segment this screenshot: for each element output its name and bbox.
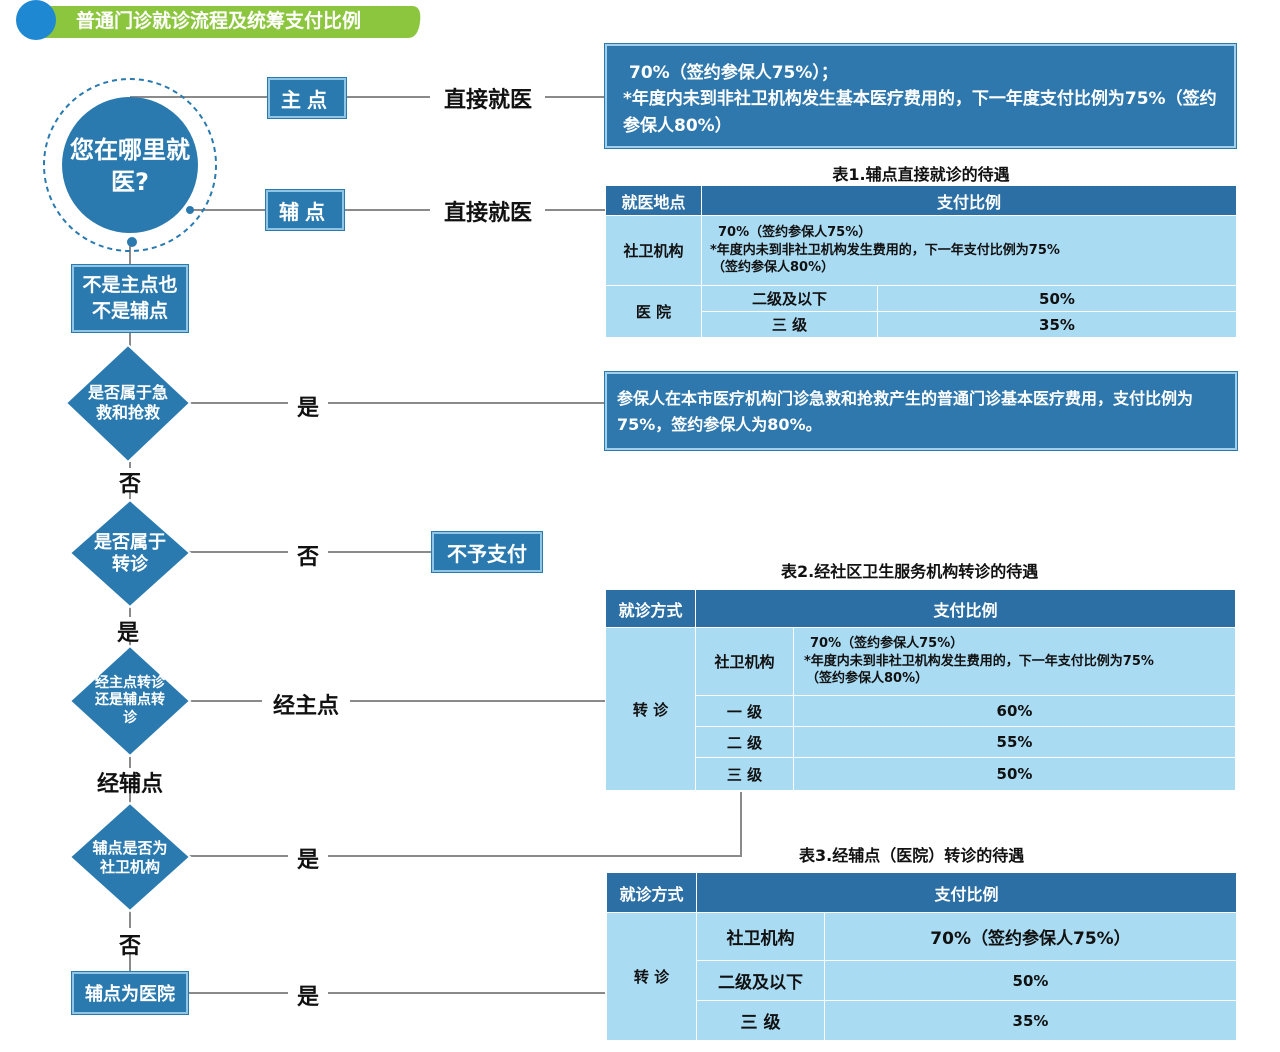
table2-header-mode: 就诊方式 <box>605 589 696 628</box>
table1-clinic-line1: 70%（签约参保人75%） <box>718 225 872 241</box>
table1-clinic-value: 70%（签约参保人75%） *年度内未到非社卫机构发生费用的，下一年支付比例为7… <box>701 215 1237 286</box>
main-point-info-box: 70%（签约参保人75%）； *年度内未到非社卫机构发生基本医疗费用的，下一年度… <box>605 44 1236 148</box>
table2-row1-label: 一 级 <box>695 695 794 727</box>
table3-row3-value: 35% <box>824 1000 1237 1041</box>
table3-mode-label: 转 诊 <box>606 912 697 1041</box>
table1-caption: 表1.辅点直接就诊的待遇 <box>832 165 1010 184</box>
via-aux-label: 经辅点 <box>96 772 163 797</box>
table1-row1-value: 50% <box>877 285 1237 312</box>
yes-label-referral: 是 <box>116 621 139 646</box>
table2-clinic-line1: 70%（签约参保人75%） <box>810 636 964 652</box>
table2-row2-value: 55% <box>793 726 1236 758</box>
aux-hospital-box: 辅点为医院 <box>72 972 188 1014</box>
table2-clinic-line3: （签约参保人80%） <box>806 671 929 687</box>
main-point-box: 主点 <box>268 78 346 118</box>
yes-label-emergency: 是 <box>296 396 319 421</box>
table3: 就诊方式 支付比例 转 诊 社卫机构 70%（签约参保人75%） 二级及以下 5… <box>606 872 1237 1041</box>
decision-referral: 是否属于转诊 <box>94 531 166 576</box>
table2-clinic-line2: *年度内未到非社卫机构发生费用的，下一年支付比例为75% <box>804 653 1154 669</box>
yes-label-aux-clinic: 是 <box>296 848 319 873</box>
start-question: 您在哪里就医? <box>70 135 190 196</box>
yes-label-aux-hospital: 是 <box>296 985 319 1010</box>
table1-header-ratio: 支付比例 <box>701 185 1237 216</box>
decision-route: 经主点转诊还是辅点转诊 <box>95 674 165 726</box>
table1-row2-value: 35% <box>877 311 1237 338</box>
table3-row2-label: 二级及以下 <box>696 960 825 1001</box>
main-info-line1: 70%（签约参保人75%）； <box>629 63 838 83</box>
table3-header-ratio: 支付比例 <box>696 872 1237 913</box>
table3-header-mode: 就诊方式 <box>606 872 697 913</box>
table1-clinic-line3: （签约参保人80%） <box>712 260 835 276</box>
table1-row1-label: 二级及以下 <box>701 285 878 312</box>
via-main-label: 经主点 <box>272 694 339 719</box>
aux-point-box: 辅点 <box>266 190 344 230</box>
direct-visit-label-aux: 直接就医 <box>443 201 532 226</box>
table3-row3-label: 三 级 <box>696 1000 825 1041</box>
table2-row2-label: 二 级 <box>695 726 794 758</box>
table2-clinic-label: 社卫机构 <box>695 627 794 696</box>
decision-aux-clinic: 辅点是否为社卫机构 <box>92 839 168 876</box>
table3-row1-label: 社卫机构 <box>696 912 825 961</box>
table3-caption: 表3.经辅点（医院）转诊的待遇 <box>799 846 1025 865</box>
emergency-info-box: 参保人在本市医疗机构门诊急救和抢救产生的普通门诊基本医疗费用，支付比例为75%，… <box>605 372 1237 450</box>
table2-mode-label: 转 诊 <box>605 627 696 791</box>
table1-clinic-label: 社卫机构 <box>605 215 702 286</box>
main-info-line2: *年度内未到非社卫机构发生基本医疗费用的，下一年度支付比例为75%（签约参保人8… <box>623 89 1217 136</box>
no-label-emergency: 否 <box>118 472 141 497</box>
no-label-aux-clinic: 否 <box>118 934 141 959</box>
table2-row1-value: 60% <box>793 695 1236 727</box>
table2: 就诊方式 支付比例 转 诊 社卫机构 70%（签约参保人75%） *年度内未到非… <box>605 589 1236 791</box>
table3-row1-value: 70%（签约参保人75%） <box>824 912 1237 961</box>
table3-row2-value: 50% <box>824 960 1237 1001</box>
table2-clinic-value: 70%（签约参保人75%） *年度内未到非社卫机构发生费用的，下一年支付比例为7… <box>793 627 1236 696</box>
table1: 就医地点 支付比例 社卫机构 70%（签约参保人75%） *年度内未到非社卫机构… <box>605 185 1237 338</box>
no-pay-box: 不予支付 <box>432 532 542 572</box>
table1-row2-label: 三 级 <box>701 311 878 338</box>
table2-row3-label: 三 级 <box>695 757 794 791</box>
table1-clinic-line2: *年度内未到非社卫机构发生费用的，下一年支付比例为75% <box>710 242 1060 258</box>
decision-emergency: 是否属于急救和抢救 <box>87 383 168 422</box>
table1-header-location: 就医地点 <box>605 185 702 216</box>
table2-header-ratio: 支付比例 <box>695 589 1236 628</box>
table2-row3-value: 50% <box>793 757 1236 791</box>
table1-hospital-label: 医 院 <box>605 285 702 338</box>
no-label-referral: 否 <box>296 545 319 570</box>
page-title: 普通门诊就诊流程及统筹支付比例 <box>76 10 362 32</box>
table2-caption: 表2.经社区卫生服务机构转诊的待遇 <box>781 562 1039 581</box>
neither-box: 不是主点也不是辅点 <box>72 265 188 332</box>
direct-visit-label-main: 直接就医 <box>443 88 532 113</box>
